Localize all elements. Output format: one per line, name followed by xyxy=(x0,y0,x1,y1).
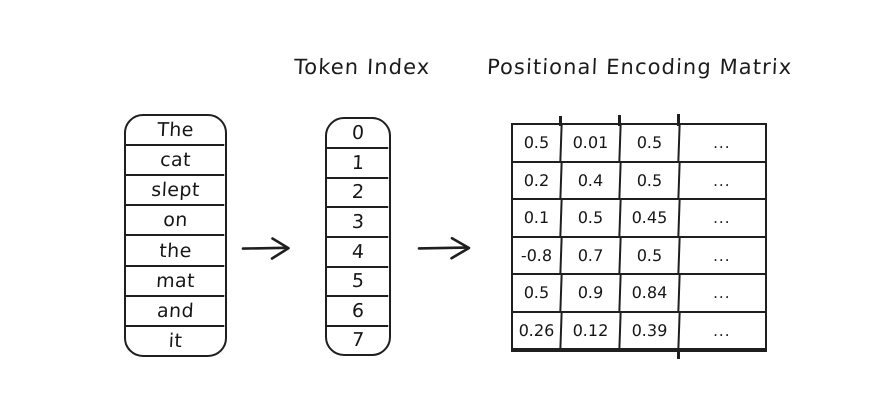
token-cell: on xyxy=(126,206,225,237)
matrix-cell: 0.5 xyxy=(512,275,563,311)
matrix-cell: -0.8 xyxy=(512,237,563,273)
grid-overshoot-mark xyxy=(618,115,621,126)
token-index-cell: 1 xyxy=(327,148,389,179)
matrix-cell: 0.5 xyxy=(561,200,622,236)
positional-encoding-matrix: 0.5 0.01 0.5 ... 0.2 0.4 0.5 ... 0.1 0.5… xyxy=(511,114,767,359)
matrix-cell: 0.2 xyxy=(512,162,563,198)
token-index-cell: 5 xyxy=(327,267,389,297)
matrix-row: 0.5 0.9 0.84 ... xyxy=(512,275,765,313)
matrix-cell: 0.84 xyxy=(620,275,681,311)
matrix-row: 0.1 0.5 0.45 ... xyxy=(512,200,765,238)
token-cell: it xyxy=(168,329,183,352)
matrix-cell: 0.1 xyxy=(512,200,563,236)
matrix-cell-ellipsis: ... xyxy=(713,208,731,227)
token-index-cell: 7 xyxy=(351,329,365,352)
matrix-row: 0.2 0.4 0.5 ... xyxy=(512,162,765,200)
token-cell: cat xyxy=(126,146,225,177)
grid-overshoot-mark xyxy=(559,116,562,126)
matrix-cell: 0.39 xyxy=(620,312,681,348)
positional-encoding-matrix-title: Positional Encoding Matrix xyxy=(486,55,793,79)
matrix-cell: 0.5 xyxy=(512,125,563,161)
token-index-cell: 2 xyxy=(327,178,389,208)
token-index-cell: 4 xyxy=(327,237,389,268)
token-index-box: 0 1 2 3 4 5 6 7 xyxy=(325,117,391,356)
matrix-cell-ellipsis: ... xyxy=(713,283,731,302)
token-index-title: Token Index xyxy=(293,55,431,79)
token-cell: mat xyxy=(126,266,225,297)
token-sequence-box: The cat slept on the mat and it xyxy=(124,114,227,357)
token-index-cell: 3 xyxy=(327,207,389,238)
grid-overshoot-mark xyxy=(677,114,680,126)
matrix-cell: 0.5 xyxy=(620,237,681,273)
matrix-row: -0.8 0.7 0.5 ... xyxy=(512,237,765,275)
grid-overshoot-mark xyxy=(677,349,680,359)
matrix-cell-ellipsis: ... xyxy=(713,321,731,340)
matrix-cell: 0.26 xyxy=(512,312,563,348)
matrix-cell: 0.45 xyxy=(620,200,681,236)
arrow-index-to-matrix xyxy=(417,236,471,260)
matrix-cell: 0.4 xyxy=(561,162,622,198)
matrix-cell: 0.9 xyxy=(561,275,622,311)
matrix-cell-ellipsis: ... xyxy=(713,133,731,152)
token-cell: slept xyxy=(126,176,225,207)
matrix-cell: 0.5 xyxy=(620,125,681,161)
token-index-cell: 0 xyxy=(327,119,389,149)
token-index-cell: 6 xyxy=(327,296,389,327)
matrix-cell-ellipsis: ... xyxy=(713,246,731,265)
matrix-cell: 0.12 xyxy=(561,312,622,348)
matrix-row: 0.26 0.12 0.39 ... xyxy=(512,312,765,350)
token-cell: The xyxy=(126,116,225,147)
matrix-row: 0.5 0.01 0.5 ... xyxy=(512,125,765,163)
matrix-cell: 0.01 xyxy=(561,125,622,161)
matrix-cell: 0.5 xyxy=(620,162,681,198)
token-cell: and xyxy=(126,296,225,327)
arrow-tokens-to-index xyxy=(241,237,290,260)
matrix-cell: 0.7 xyxy=(561,237,622,273)
matrix-cell-ellipsis: ... xyxy=(713,171,731,190)
token-cell: the xyxy=(126,236,225,267)
